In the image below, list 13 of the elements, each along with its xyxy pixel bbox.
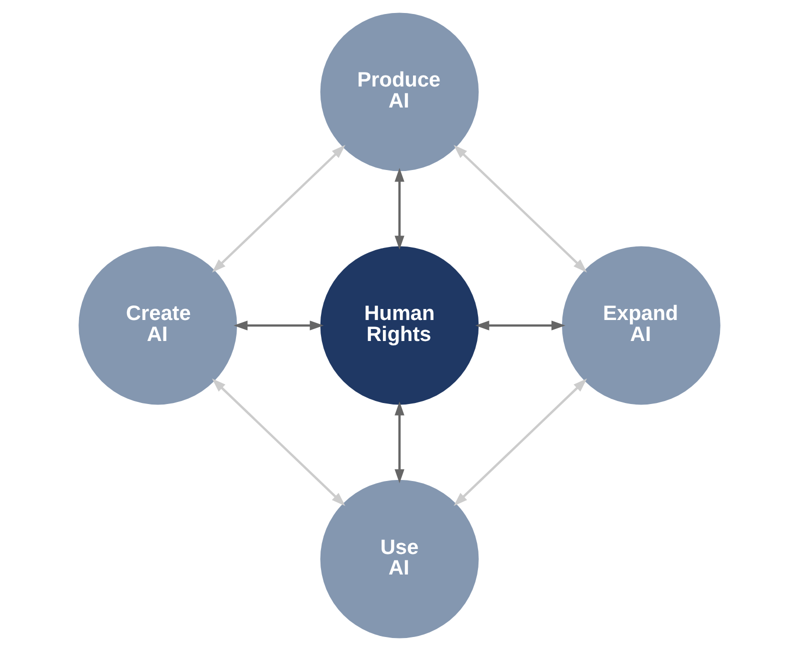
node-circle: Human Rights	[320, 246, 478, 405]
node-circle: Create AI	[78, 246, 237, 405]
arrow	[453, 144, 586, 272]
node-circle: Produce AI	[320, 12, 478, 172]
arrow	[453, 378, 587, 506]
node-circle: Expand AI	[561, 246, 720, 405]
arrow	[212, 144, 345, 272]
arrow	[394, 168, 404, 250]
arrow	[211, 378, 345, 506]
arrow	[474, 320, 565, 330]
arrow	[394, 401, 404, 484]
arrow	[233, 320, 324, 330]
node-circle: Use AI	[320, 480, 478, 638]
